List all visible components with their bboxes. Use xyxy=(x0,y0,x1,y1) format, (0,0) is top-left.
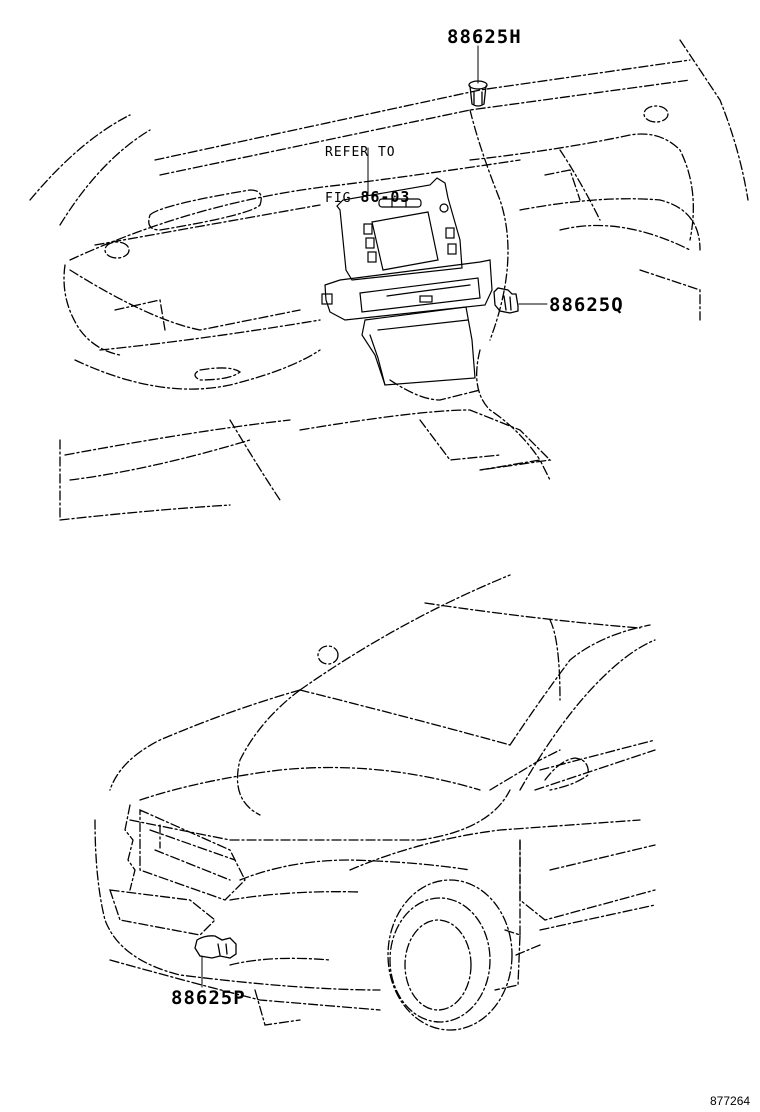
center-console-unit xyxy=(321,177,493,386)
part-88625Q-icon xyxy=(493,287,548,314)
callout-label-88625H: 88625H xyxy=(447,26,522,48)
refer-to-line1: REFER TO xyxy=(325,145,396,160)
refer-to-note: REFER TO FIG 86-03 xyxy=(325,115,410,221)
car-exterior-view xyxy=(94,574,656,1031)
figure-number: 877264 xyxy=(710,1094,751,1108)
callout-label-88625Q: 88625Q xyxy=(549,294,624,316)
refer-to-fig-prefix: FIG xyxy=(325,191,361,206)
refer-to-line2: FIG 86-03 xyxy=(325,188,411,207)
part-88625H-icon xyxy=(468,45,488,107)
dashboard-view xyxy=(29,39,749,521)
part-88625P-icon xyxy=(194,935,237,988)
callout-label-88625P: 88625P xyxy=(171,987,246,1009)
refer-to-fig-number[interactable]: 86-03 xyxy=(360,188,411,206)
